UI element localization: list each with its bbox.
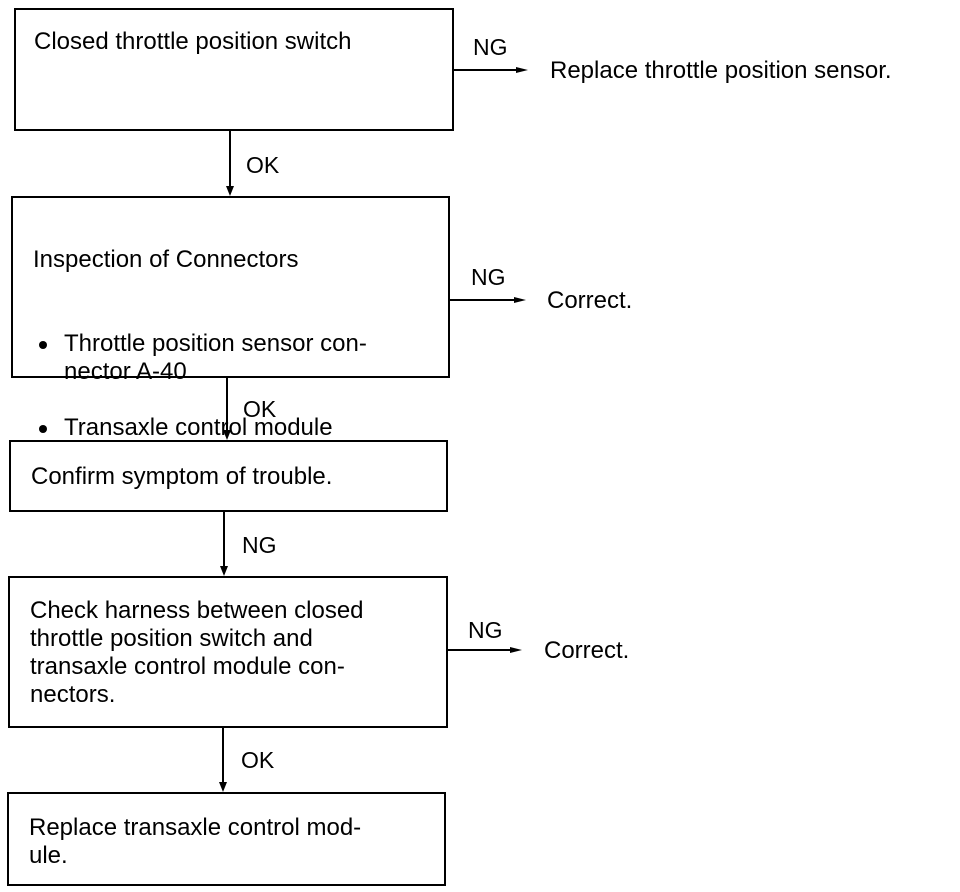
branch-label-3: NG xyxy=(468,617,503,643)
down-label-3: NG xyxy=(242,532,277,558)
branch-result-2: Correct. xyxy=(547,287,633,314)
arrowhead-step4 xyxy=(220,566,228,576)
branch-result-3: Correct. xyxy=(544,637,630,664)
down-label-2: OK xyxy=(243,396,277,422)
branch-label-2: NG xyxy=(471,264,506,290)
branch-result-1: Replace throttle position sensor. xyxy=(550,57,892,84)
down-label-4: OK xyxy=(241,747,275,773)
arrowhead-step3 xyxy=(223,430,231,440)
step-text: Closed throttle position switch xyxy=(34,28,352,55)
step-box-replace-tcm: Replace transaxle control mod- ule. xyxy=(7,792,446,886)
step-title: Inspection of Connectors xyxy=(33,246,299,273)
step-text: Confirm symptom of trouble. xyxy=(31,463,333,490)
arrowhead-step5 xyxy=(219,782,227,792)
branch-arrowhead-3 xyxy=(510,647,522,653)
arrowhead-step2 xyxy=(226,186,234,196)
branch-label-1: NG xyxy=(473,34,508,60)
list-item: Throttle position sensor con- nector A-4… xyxy=(33,330,367,386)
step-box-inspection-connectors: Inspection of Connectors Throttle positi… xyxy=(11,196,450,469)
step-box-confirm-symptom: Confirm symptom of trouble. xyxy=(9,440,448,512)
step-text: Check harness between closed throttle po… xyxy=(30,597,364,708)
branch-arrowhead-1 xyxy=(516,67,528,73)
step-text: Replace transaxle control mod- ule. xyxy=(29,814,362,869)
step-box-check-harness: Check harness between closed throttle po… xyxy=(8,576,448,728)
down-label-1: OK xyxy=(246,152,280,178)
branch-arrowhead-2 xyxy=(514,297,526,303)
step-box-closed-throttle-switch: Closed throttle position switch xyxy=(14,8,454,131)
